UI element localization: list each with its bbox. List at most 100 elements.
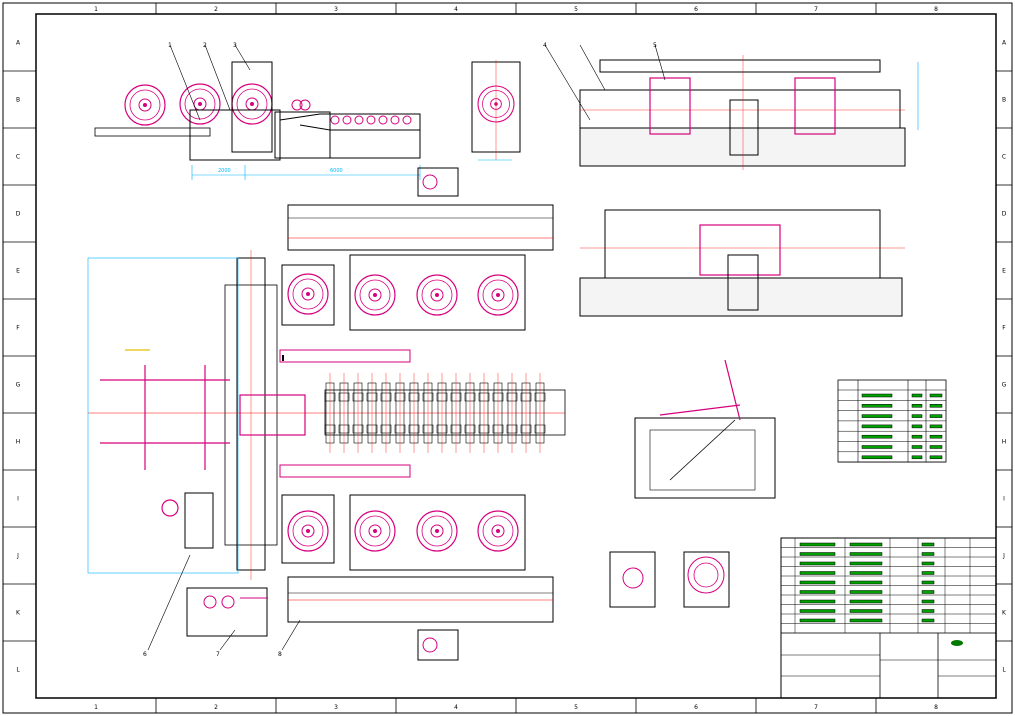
row-label-right: G bbox=[1002, 382, 1007, 389]
table-cell-text bbox=[929, 434, 943, 439]
table-cell-text bbox=[861, 445, 893, 449]
col-label-top: 7 bbox=[814, 6, 818, 13]
small-side-view-2 bbox=[683, 551, 730, 608]
row-label-right: F bbox=[1002, 325, 1006, 332]
wheel-row-upper bbox=[281, 254, 526, 331]
title-cell-text bbox=[921, 561, 935, 566]
title-cell-text bbox=[849, 618, 883, 623]
row-label-right: K bbox=[1002, 610, 1007, 617]
marker bbox=[282, 357, 284, 359]
title-cell-text bbox=[921, 580, 935, 585]
title-cell-text bbox=[799, 618, 836, 623]
title-cell-text bbox=[849, 580, 883, 585]
frame-sketch bbox=[634, 359, 776, 499]
company-logo bbox=[951, 640, 963, 646]
side-view bbox=[471, 60, 521, 161]
row-label-right: H bbox=[1002, 439, 1007, 446]
row-label-left: E bbox=[16, 268, 20, 275]
table-cell-text bbox=[861, 393, 893, 398]
table-cell-text bbox=[911, 455, 923, 460]
row-label-right: C bbox=[1002, 154, 1006, 161]
conveyor-top bbox=[287, 204, 554, 251]
dimension-box bbox=[87, 257, 239, 574]
balloon-8: 8 bbox=[278, 651, 282, 658]
dim-label-2: 6000 bbox=[330, 168, 343, 174]
motor-unit-bottom bbox=[417, 629, 459, 661]
table-cell-text bbox=[861, 414, 893, 418]
row-label-left: K bbox=[16, 610, 21, 617]
col-label-bottom: 1 bbox=[94, 704, 98, 711]
table-cell-text bbox=[861, 424, 893, 429]
row-label-left: B bbox=[16, 97, 20, 104]
title-cell-text bbox=[799, 552, 836, 556]
table-cell-text bbox=[929, 393, 943, 398]
col-label-bottom: 4 bbox=[454, 704, 458, 711]
hook-part bbox=[161, 499, 179, 517]
title-cell-text bbox=[799, 609, 836, 613]
control-box bbox=[184, 492, 214, 549]
title-cell-text bbox=[921, 609, 935, 613]
row-label-right: D bbox=[1002, 211, 1007, 218]
title-cell-text bbox=[849, 571, 883, 575]
top-left-elevation: 2000 6000 1 2 3 bbox=[94, 42, 421, 180]
title-cell-text bbox=[849, 542, 883, 547]
top-right-section: 4 5 bbox=[543, 42, 919, 170]
row-label-left: A bbox=[16, 40, 21, 47]
title-cell-text bbox=[921, 571, 935, 575]
title-cell-text bbox=[799, 561, 836, 566]
coil-wheel-1 bbox=[124, 84, 166, 126]
table-cell-text bbox=[911, 445, 923, 449]
marker bbox=[282, 355, 284, 357]
table-cell-text bbox=[861, 404, 893, 408]
row-label-right: J bbox=[1002, 553, 1005, 560]
small-side-view-1 bbox=[609, 551, 656, 608]
table-cell-text bbox=[911, 404, 923, 408]
bottom-leaders: 6 7 8 bbox=[143, 554, 301, 658]
row-label-right: L bbox=[1002, 667, 1006, 674]
col-label-top: 8 bbox=[934, 6, 938, 13]
col-label-bottom: 6 bbox=[694, 704, 698, 711]
entry-spindles bbox=[100, 349, 230, 470]
dim-label-1: 2000 bbox=[218, 168, 231, 174]
row-label-left: L bbox=[16, 667, 20, 674]
row-label-right: B bbox=[1002, 97, 1006, 104]
col-label-bottom: 5 bbox=[574, 704, 578, 711]
control-unit bbox=[186, 587, 268, 637]
row-label-right: I bbox=[1003, 496, 1005, 503]
zone-grid bbox=[3, 3, 1012, 713]
balloon-4: 4 bbox=[543, 42, 547, 49]
table-cell-text bbox=[911, 434, 923, 439]
balloon-5: 5 bbox=[653, 42, 657, 49]
title-cell-text bbox=[849, 609, 883, 613]
table-cell-text bbox=[861, 455, 893, 460]
title-cell-text bbox=[799, 542, 836, 547]
table-cell-text bbox=[911, 393, 923, 398]
title-cell-text bbox=[921, 599, 935, 604]
title-cell-text bbox=[921, 590, 935, 594]
row-label-left: D bbox=[16, 211, 21, 218]
col-label-bottom: 7 bbox=[814, 704, 818, 711]
coil-wheel-2 bbox=[179, 83, 221, 125]
title-cell-text bbox=[849, 599, 883, 604]
balloon-7: 7 bbox=[216, 651, 220, 658]
title-cell-text bbox=[849, 552, 883, 556]
title-cell-text bbox=[849, 590, 883, 594]
mid-right-section bbox=[579, 209, 905, 317]
col-label-top: 3 bbox=[334, 6, 338, 13]
coil-wheel-3 bbox=[231, 83, 273, 125]
row-label-left: G bbox=[16, 382, 21, 389]
col-label-bottom: 2 bbox=[214, 704, 218, 711]
row-label-left: H bbox=[16, 439, 21, 446]
row-label-left: C bbox=[16, 154, 20, 161]
table-cell-text bbox=[929, 414, 943, 418]
table-cell-text bbox=[861, 434, 893, 439]
title-cell-text bbox=[921, 618, 935, 623]
col-label-top: 1 bbox=[94, 6, 98, 13]
title-cell-text bbox=[921, 552, 935, 556]
wheel-row-lower bbox=[281, 494, 526, 571]
mill-stand bbox=[88, 250, 565, 580]
row-label-left: F bbox=[16, 325, 20, 332]
title-cell-text bbox=[799, 580, 836, 585]
